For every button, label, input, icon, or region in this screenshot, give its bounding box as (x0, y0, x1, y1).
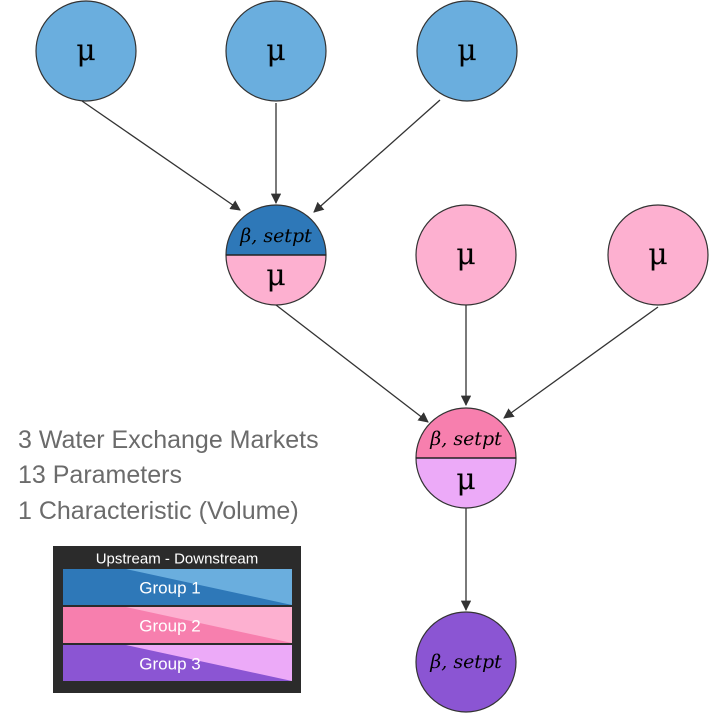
param-label: β, setpt (239, 225, 312, 247)
legend-row-group-2: Group 2 (63, 607, 292, 643)
param-label: β, setpt (429, 651, 502, 673)
mu-label: μ (456, 463, 476, 498)
mu-label: μ (457, 34, 477, 69)
mu-label: μ (648, 238, 668, 273)
legend-row-group-3: Group 3 (63, 645, 292, 681)
node-g1-mu-1: μ (35, 0, 137, 102)
node-hub-2: β, setpt μ (415, 407, 517, 509)
mu-label: μ (76, 34, 96, 69)
edge-hub1-to-hub2 (275, 304, 429, 423)
legend-label: Group 2 (139, 617, 200, 636)
node-final: β, setpt (415, 611, 517, 713)
edge-g2-mu2-to-hub2 (503, 306, 659, 419)
edge-g1-mu3-to-hub1 (313, 99, 441, 213)
mu-label: μ (266, 259, 286, 294)
edges (81, 99, 659, 612)
info-parameters: 13 Parameters (18, 461, 182, 489)
info-markets: 3 Water Exchange Markets (18, 426, 319, 454)
node-g2-mu-2: μ (607, 204, 709, 306)
legend: Upstream - Downstream Group 1 Group 2 Gr… (53, 546, 301, 693)
mu-label: μ (456, 238, 476, 273)
node-hub-1: β, setpt μ (225, 204, 327, 306)
legend-title: Upstream - Downstream (96, 551, 259, 568)
param-label: β, setpt (429, 428, 502, 450)
edge-g1-mu1-to-hub1 (81, 100, 241, 211)
legend-label: Group 3 (139, 655, 200, 674)
mu-label: μ (266, 34, 286, 69)
node-g1-mu-3: μ (416, 0, 518, 102)
legend-label: Group 1 (139, 579, 200, 598)
node-g1-mu-2: μ (225, 0, 327, 102)
info-characteristic: 1 Characteristic (Volume) (18, 497, 299, 525)
legend-row-group-1: Group 1 (63, 569, 292, 605)
node-g2-mu-1: μ (415, 204, 517, 306)
